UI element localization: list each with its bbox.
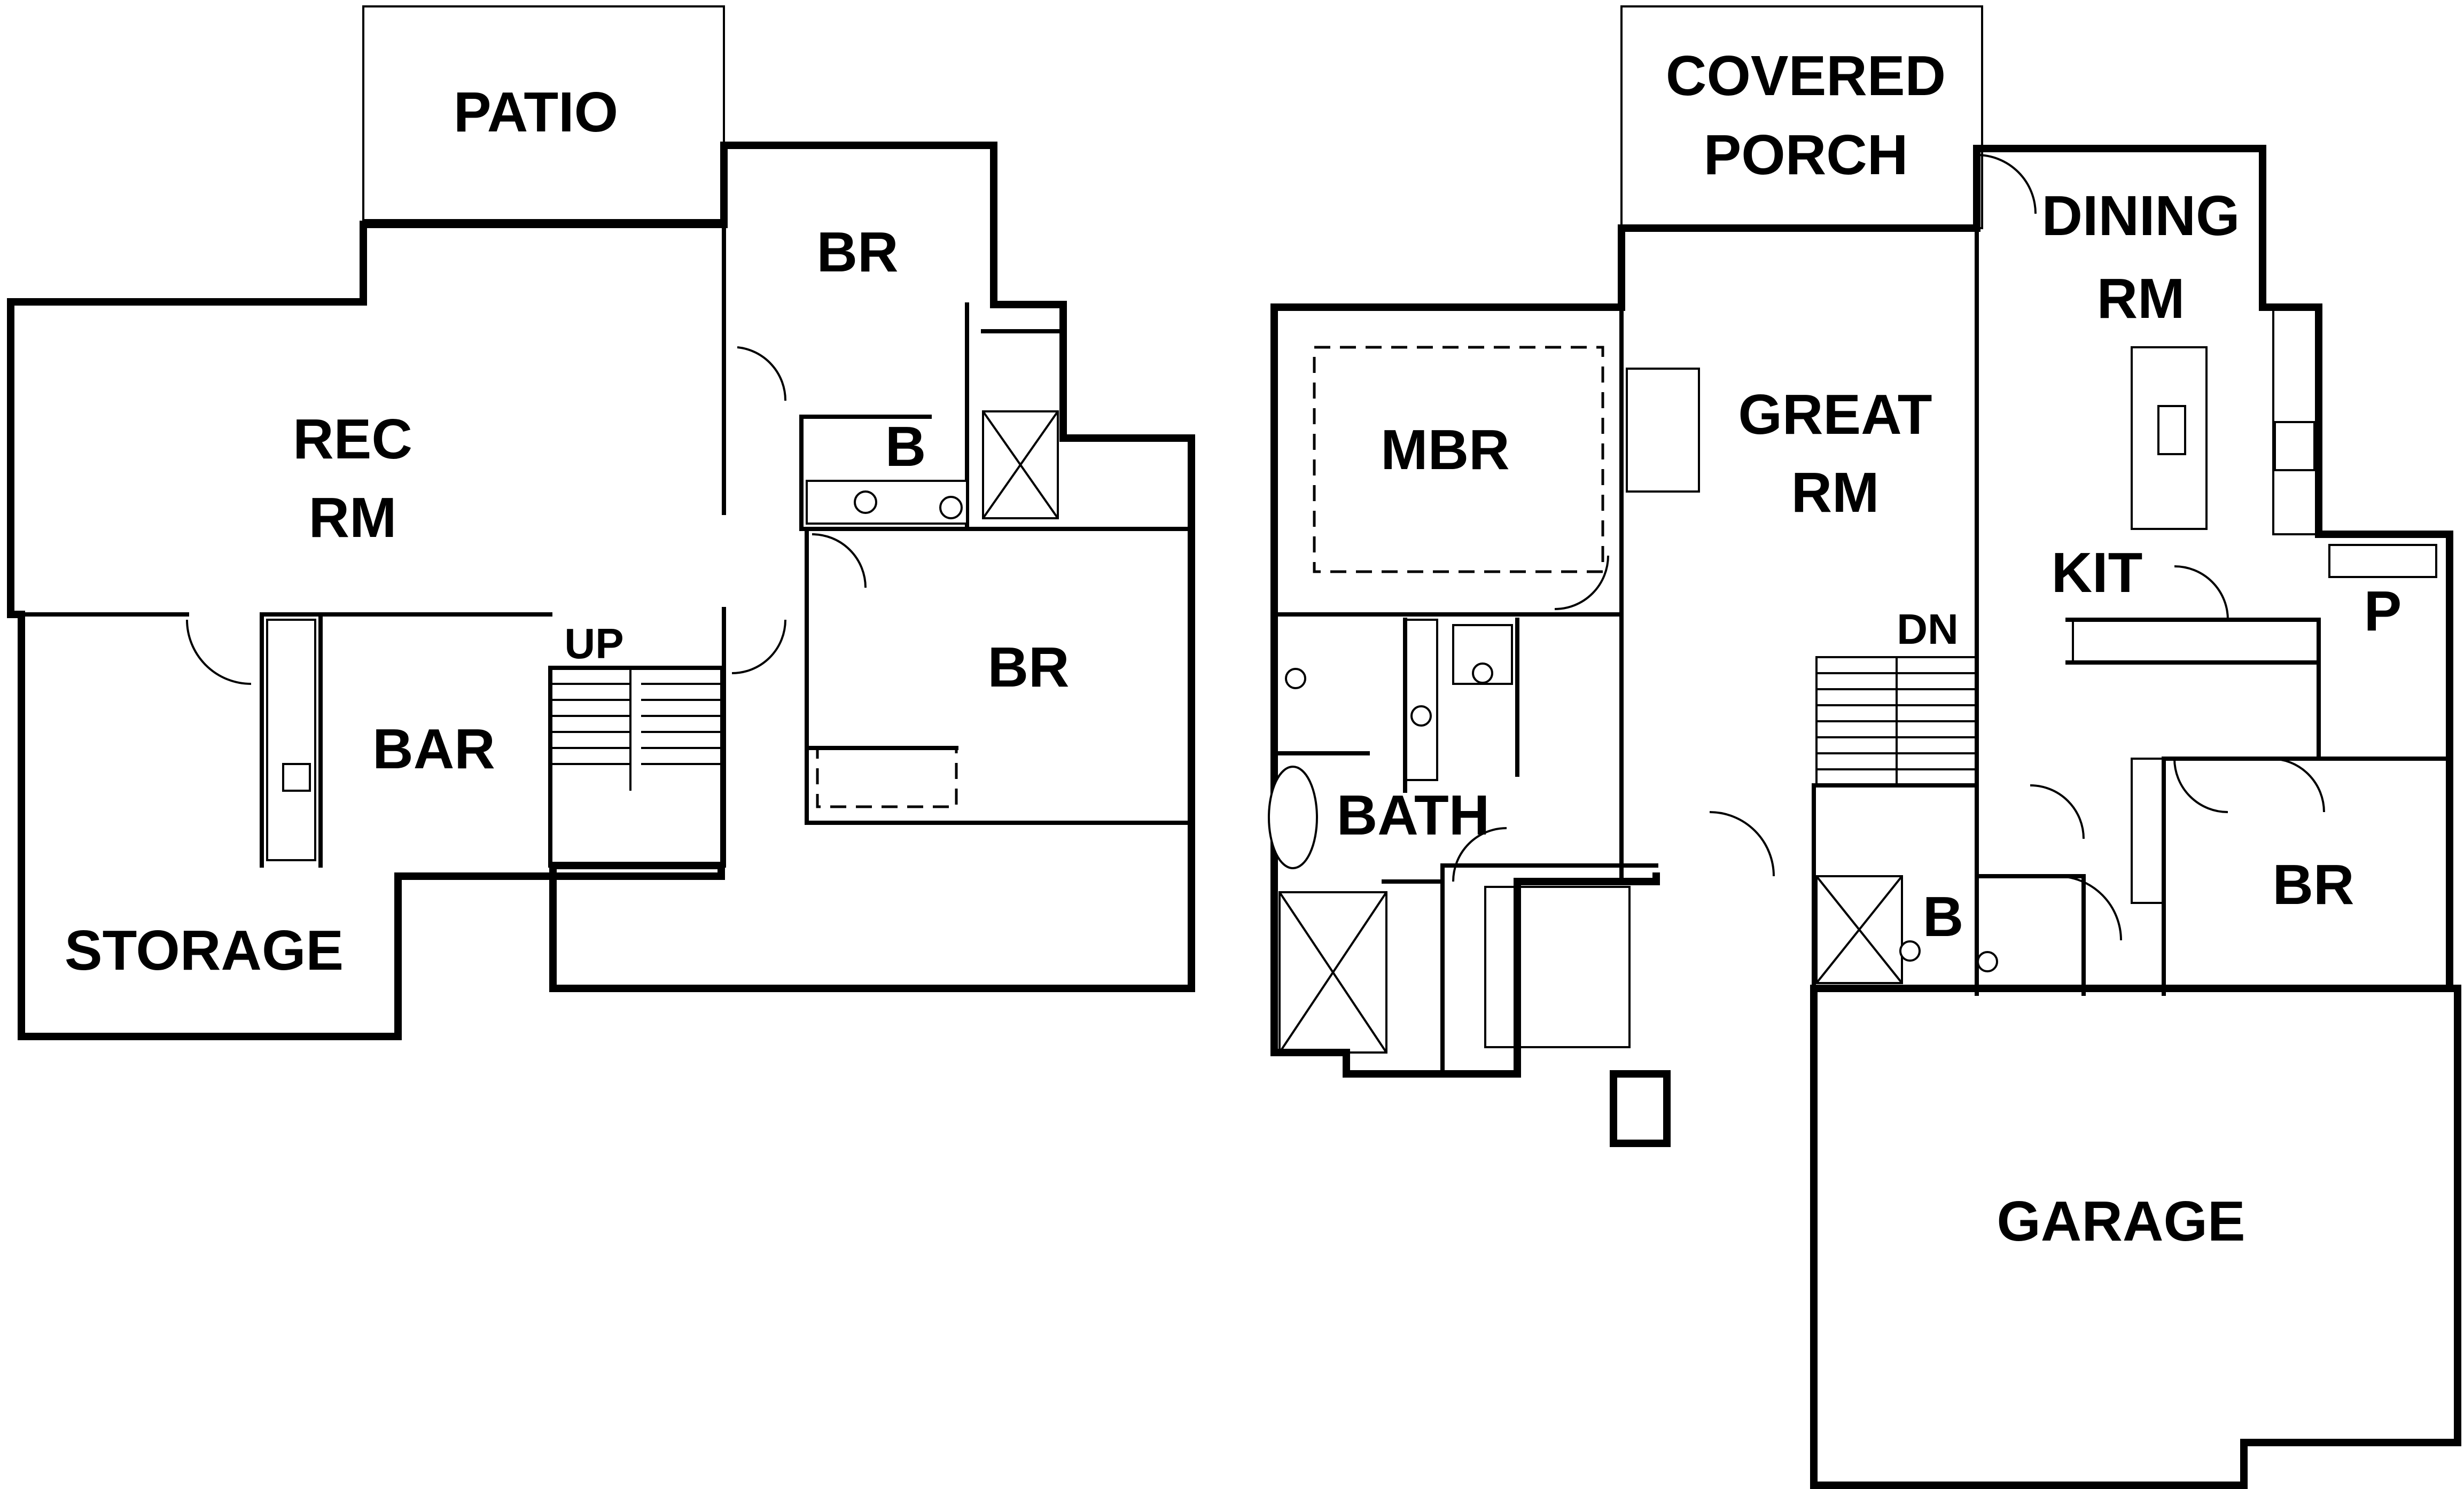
door-swing xyxy=(2174,565,2229,620)
br-closet xyxy=(2131,758,2165,904)
covered-porch-outline xyxy=(1620,5,1983,229)
lower-stair xyxy=(549,667,722,867)
main-level-plan xyxy=(1268,5,2461,1489)
lower-level-plan xyxy=(7,5,1195,1040)
door-swing xyxy=(1709,811,1775,877)
half-bath-shower-x xyxy=(1815,875,1903,984)
door-swing xyxy=(2173,758,2228,813)
master-bath-label: BATH xyxy=(1337,784,1490,847)
lower-br-upper-label: BR xyxy=(816,221,898,284)
great-rm-label-line2: RM xyxy=(1791,461,1880,524)
door-swing xyxy=(812,533,867,588)
main-br-label: BR xyxy=(2272,853,2354,916)
door-swing xyxy=(737,346,787,401)
door-swing xyxy=(186,619,252,685)
master-toilet xyxy=(1472,662,1493,684)
patio-outline xyxy=(362,5,725,221)
half-bath-label: B xyxy=(1923,885,1964,948)
master-vanity xyxy=(1404,619,1438,781)
fireplace xyxy=(1626,368,1700,493)
up-stair-label: UP xyxy=(564,620,623,667)
lower-bath-toilet xyxy=(939,496,963,519)
door-swing xyxy=(1452,827,1507,882)
door-swing xyxy=(1554,555,1609,610)
door-swing xyxy=(731,619,786,674)
lower-br-lower-label: BR xyxy=(987,636,1069,699)
great-rm-label-line1: GREAT xyxy=(1738,383,1932,446)
covered-porch-label-line2: PORCH xyxy=(1704,123,1908,186)
door-swing xyxy=(2056,875,2122,941)
door-swing xyxy=(1976,154,2037,214)
master-tub xyxy=(1268,766,1318,869)
main-interior-walls xyxy=(1272,146,2452,1071)
range xyxy=(2274,421,2315,471)
garage-label: GARAGE xyxy=(1997,1190,2245,1253)
master-sink xyxy=(1410,705,1432,727)
half-bath-toilet xyxy=(1899,940,1921,962)
mbr-label: MBR xyxy=(1381,418,1509,481)
main-stair xyxy=(1815,656,1978,786)
master-sink-2 xyxy=(1285,668,1306,689)
master-shower-x xyxy=(1278,891,1387,1054)
rec-rm-label-line2: RM xyxy=(309,486,397,549)
rec-rm-label-line1: REC xyxy=(293,408,412,471)
pantry-label: P xyxy=(2364,580,2402,643)
pantry-shelf xyxy=(2328,544,2437,578)
main-outer-wall xyxy=(1270,145,2453,1147)
dining-rm-label-line2: RM xyxy=(2097,267,2185,330)
bar-sink xyxy=(282,763,311,792)
master-shower xyxy=(1278,891,1387,1054)
walk-in-closet xyxy=(1484,886,1631,1048)
door-swing xyxy=(2030,784,2085,839)
lower-bath-shower-x xyxy=(982,410,1059,519)
kitchen-island xyxy=(2131,346,2208,530)
storage-label: STORAGE xyxy=(65,919,344,982)
dining-rm-label-line1: DINING xyxy=(2042,184,2240,247)
lower-bath-vanity xyxy=(806,480,968,525)
island-sink xyxy=(2157,405,2186,455)
lower-outer-wall xyxy=(7,142,1195,1040)
bar-label: BAR xyxy=(372,718,495,781)
door-swing xyxy=(2270,758,2325,813)
mbr-tray-ceiling xyxy=(1313,346,1604,573)
kit-label: KIT xyxy=(2052,541,2143,604)
patio-label: PATIO xyxy=(454,81,618,144)
bar-counter xyxy=(266,619,316,861)
kitchen-counter-right xyxy=(2272,309,2317,535)
lower-br-closet xyxy=(816,746,958,808)
covered-porch-label-line1: COVERED xyxy=(1666,44,1946,107)
kitchen-counter-lower xyxy=(2072,619,2320,664)
lower-bath-sink xyxy=(854,490,877,514)
dn-stair-label: DN xyxy=(1897,605,1959,653)
half-bath-shower xyxy=(1815,875,1903,984)
garage-wall xyxy=(1810,985,2461,1489)
half-bath-sink xyxy=(1977,951,1998,972)
lower-bath-label: B xyxy=(885,415,926,478)
